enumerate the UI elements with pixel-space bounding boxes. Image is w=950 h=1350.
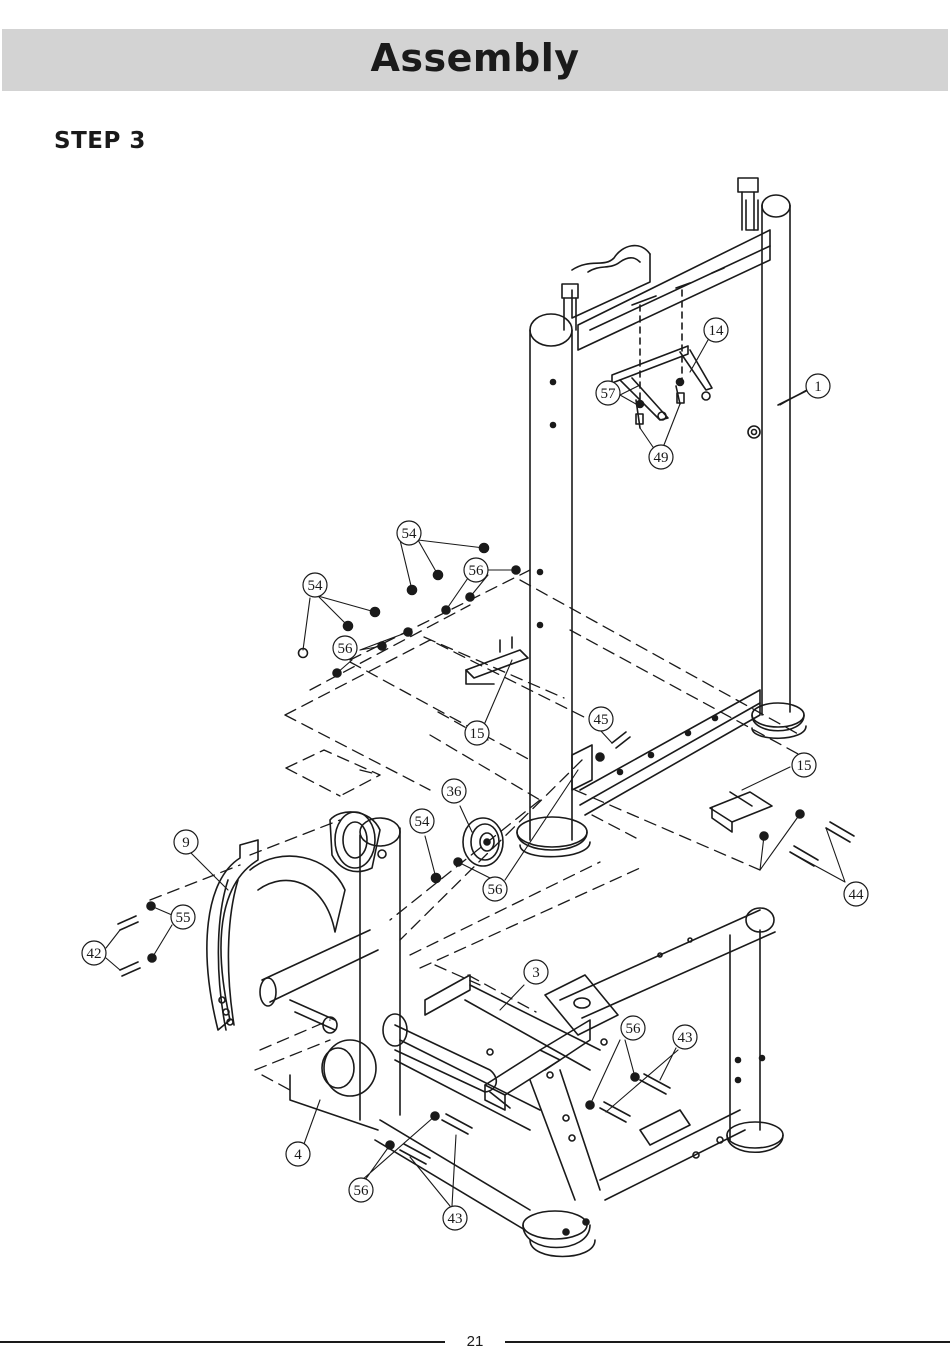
callout-label: 57 [601, 386, 617, 402]
callout-label: 49 [654, 450, 669, 466]
callout-leader-lines [106, 340, 845, 1206]
footer-rule-right [505, 1341, 950, 1343]
callout-label: 56 [338, 641, 354, 657]
page-number: 21 [450, 1333, 500, 1350]
callout-label: 56 [626, 1021, 642, 1037]
callout-label: 54 [308, 578, 324, 594]
callout-label: 3 [532, 965, 540, 981]
callout-label: 1 [814, 379, 822, 395]
callout-label: 15 [797, 758, 812, 774]
callout-label: 54 [402, 526, 418, 542]
base-frame [260, 818, 783, 1257]
callout-label: 4 [294, 1147, 302, 1163]
callout-label: 14 [709, 323, 725, 339]
callout-label: 54 [415, 814, 431, 830]
callout-label: 43 [678, 1030, 693, 1046]
callout-label: 36 [447, 784, 463, 800]
main-frame-part [517, 178, 808, 857]
callout-label: 56 [469, 563, 485, 579]
callout-label: 55 [176, 910, 191, 926]
callout-label: 9 [182, 835, 190, 851]
callout-label: 15 [470, 726, 485, 742]
callout-label: 56 [488, 882, 504, 898]
footer-rule-left [0, 1341, 445, 1343]
callout-label: 43 [448, 1211, 463, 1227]
cam-guard-part-9 [207, 812, 380, 1030]
callout-label: 56 [354, 1183, 370, 1199]
callout-label: 44 [849, 887, 865, 903]
callout-label: 42 [87, 946, 102, 962]
callout-label: 45 [594, 712, 609, 728]
